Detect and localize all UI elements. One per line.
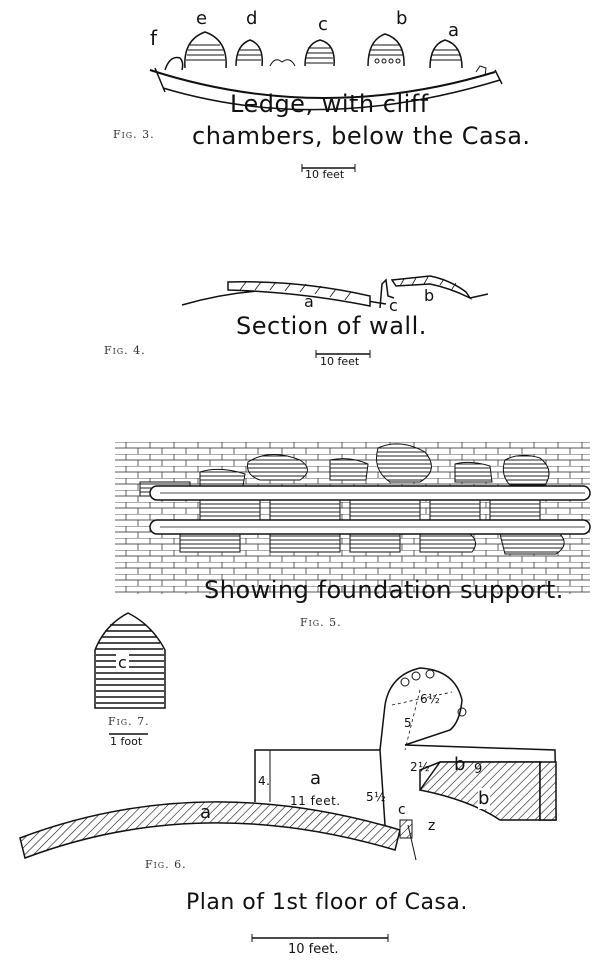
fig6-label-wall-b: b	[478, 788, 490, 809]
fig6-dim-left: 4.	[258, 774, 271, 788]
fig4-scale-bar	[315, 350, 371, 358]
fig7-scale-label: 1 foot	[110, 735, 143, 748]
fig6-dim-circle-inner: 5	[404, 716, 413, 730]
chamber-label-e: e	[196, 8, 208, 29]
foundation-drawing	[115, 442, 591, 594]
fig6-dim-room-width: 11 feet.	[290, 794, 341, 808]
fig4-label-a: a	[304, 292, 315, 311]
fig7-label-c: c	[116, 653, 130, 672]
fig4-label-c: c	[389, 296, 399, 315]
fig6-label-z: z	[428, 818, 436, 834]
fig6-label: Fig. 6.	[145, 858, 187, 871]
chamber-label-a: a	[448, 20, 460, 41]
figure-4: a c b Section of wall. Fig. 4. 10 feet	[0, 200, 608, 380]
fig7-label: Fig. 7.	[108, 715, 150, 728]
fig6-scale-label: 10 feet.	[288, 942, 339, 957]
figure-7: c Fig. 7. 1 foot	[80, 605, 190, 755]
fig6-title: Plan of 1st floor of Casa.	[186, 890, 468, 915]
fig6-label-room-b: b	[454, 754, 466, 775]
fig6-label-room-a: a	[310, 768, 322, 789]
wall-section-drawing	[181, 275, 489, 309]
figure-6: a a 11 feet. 4. 5½ 6½ 5 2½ b 9 b c z Fig…	[0, 650, 608, 960]
fig7-scale-bar	[109, 733, 148, 735]
chamber-label-b: b	[396, 8, 408, 29]
figure-3: f e d c b a Ledge, with cliff chambers, …	[0, 0, 608, 200]
fig6-dim-circle-diag: 6½	[420, 692, 441, 706]
fig3-scale-bar	[301, 164, 356, 172]
fig5-label: Fig. 5.	[300, 616, 342, 629]
chamber-label-d: d	[246, 8, 258, 29]
fig6-label-room-b-num: 9	[474, 762, 483, 777]
fig6-label-left-wall: a	[200, 802, 212, 823]
figure-5: Showing foundation support. Fig. 5.	[0, 430, 608, 630]
fig3-label: Fig. 3.	[113, 128, 155, 141]
fig6-label-c: c	[398, 802, 407, 818]
floor-plan-drawing	[19, 667, 557, 942]
chamber-label-f: f	[150, 26, 158, 50]
fig4-label-b: b	[424, 286, 435, 305]
fig5-title: Showing foundation support.	[204, 576, 564, 604]
fig7-drawing	[94, 612, 166, 709]
fig3-title-line1: Ledge, with cliff	[230, 90, 429, 118]
chamber-label-c: c	[318, 14, 329, 35]
fig4-label: Fig. 4.	[104, 344, 146, 357]
fig4-scale-label: 10 feet	[320, 355, 360, 368]
fig4-title: Section of wall.	[236, 312, 427, 340]
fig3-title-line2: chambers, below the Casa.	[192, 122, 531, 150]
ledge-drawing	[149, 31, 503, 111]
fig6-dim-b-room: 2½	[410, 760, 431, 774]
fig3-scale-label: 10 feet	[305, 168, 345, 181]
fig6-dim-right: 5½	[366, 790, 387, 804]
